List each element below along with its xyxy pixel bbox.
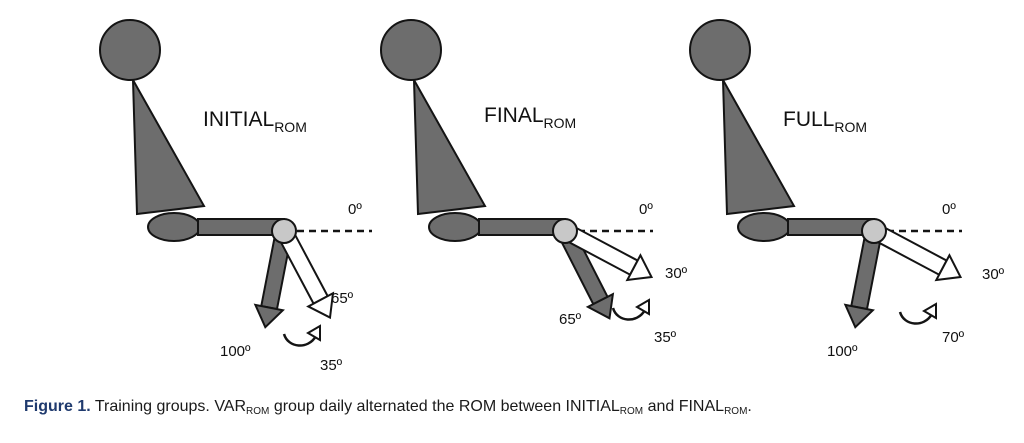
range-angle-label: 70º [942, 329, 965, 346]
zero-angle-label: 0º [942, 201, 956, 218]
knee-joint [552, 218, 578, 244]
rotation-arrow-icon [611, 298, 651, 321]
caption-text: group daily alternated the ROM between I… [269, 398, 620, 415]
panel-title: INITIALROM [203, 108, 307, 135]
seated-figure [379, 18, 655, 243]
caption-subscript: ROM [724, 406, 748, 417]
zero-angle-label: 0º [639, 201, 653, 218]
panel-full-rom: FULLROM 0º 30º 100º 70º [688, 18, 1005, 360]
panel-initial-rom: INITIALROM 0º 65º 100º 35º [98, 18, 374, 374]
end-angle-label: 65º [559, 311, 582, 328]
caption-text: . [747, 398, 752, 415]
rotation-arrow-icon [898, 302, 938, 325]
figure-label: Figure 1. [24, 398, 91, 415]
caption-subscript: ROM [246, 406, 270, 417]
end-angle-label: 100º [220, 343, 251, 360]
rom-diagram: INITIALROM 0º 65º 100º 35º FINALROM 0º 3… [98, 18, 1005, 374]
leg-start-position [873, 221, 969, 291]
range-angle-label: 35º [654, 329, 677, 346]
knee-joint [861, 218, 887, 244]
start-angle-label: 65º [331, 290, 354, 307]
leg-end-position [840, 235, 888, 331]
caption-subscript: ROM [619, 406, 644, 417]
knee-joint [271, 218, 297, 244]
leg-start-position [274, 230, 344, 326]
end-angle-label: 100º [827, 343, 858, 360]
panel-title: FULLROM [783, 108, 867, 135]
figure-caption: Figure 1. Training groups. VARROM group … [24, 398, 752, 417]
start-angle-label: 30º [982, 266, 1005, 283]
panel-final-rom: FINALROM 0º 30º 65º 35º [379, 18, 688, 346]
caption-text: and FINAL [643, 398, 725, 415]
rotation-arrow-icon [282, 324, 322, 347]
range-angle-label: 35º [320, 357, 343, 374]
start-angle-label: 30º [665, 265, 688, 282]
zero-angle-label: 0º [348, 201, 362, 218]
caption-text: Training groups. VAR [90, 398, 247, 415]
panel-title: FINALROM [484, 104, 576, 131]
